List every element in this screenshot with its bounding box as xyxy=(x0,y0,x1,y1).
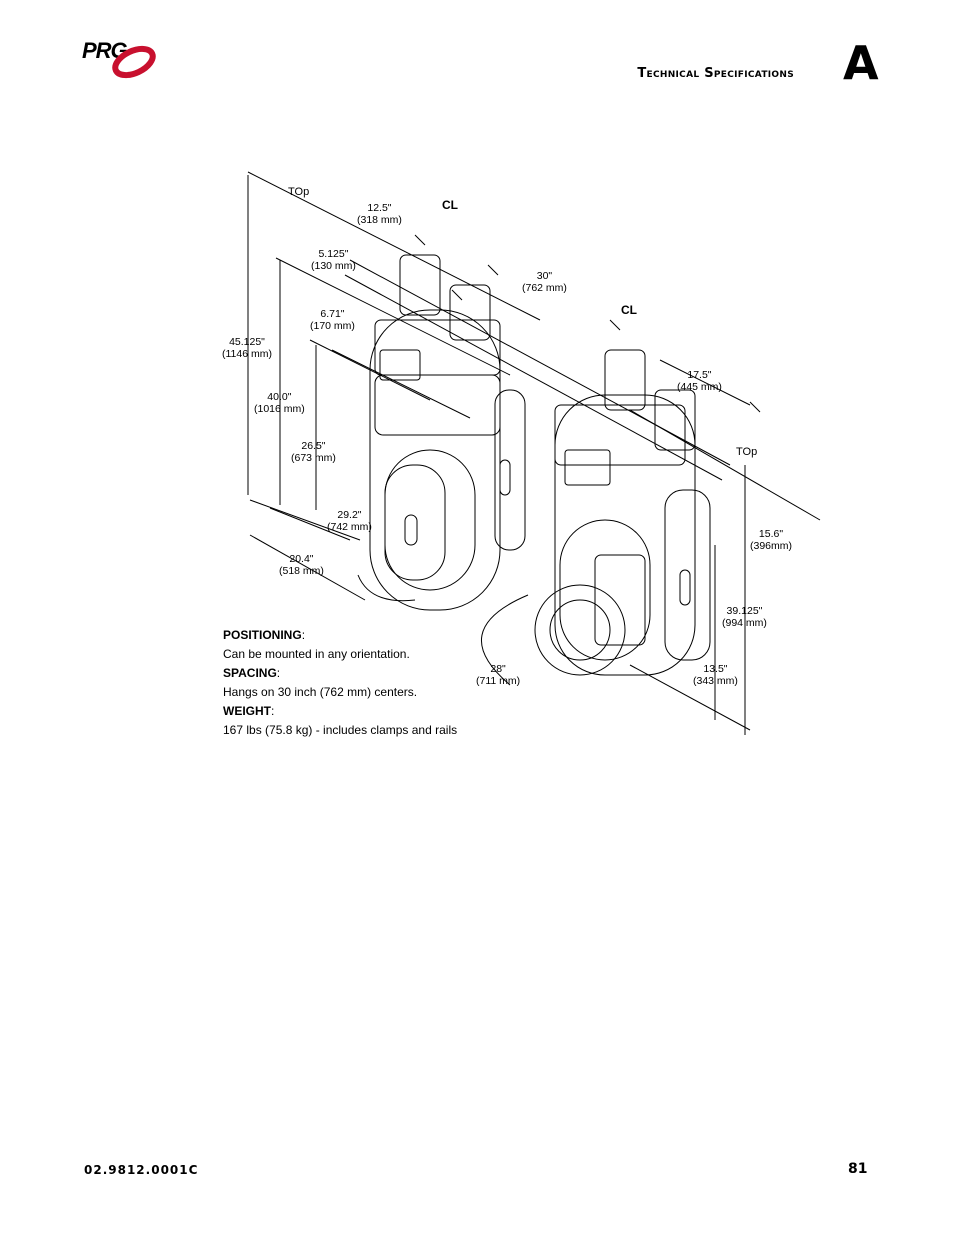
fixture-dimension-drawing: TOp TOp CL CL 12.5"(318 mm) 5.125"(130 m… xyxy=(210,160,830,750)
dim-centers: 30"(762 mm) xyxy=(522,270,567,294)
prg-logo: PRG xyxy=(82,36,162,82)
centerline-label-left: CL xyxy=(442,198,458,212)
dim-clamp-height: 6.71"(170 mm) xyxy=(310,308,355,332)
spec-text: 167 lbs (75.8 kg) - includes clamps and … xyxy=(223,723,458,737)
spec-weight: WEIGHT: 167 lbs (75.8 kg) - includes cla… xyxy=(223,702,457,740)
dim-head-swing: 28"(711 mm) xyxy=(476,663,521,687)
dim-width: 17.5"(445 mm) xyxy=(677,369,722,393)
dim-body-height: 26.5"(673 mm) xyxy=(291,440,336,464)
dim-pipe-to-top: 5.125"(130 mm) xyxy=(311,248,356,272)
document-number: 02.9812.0001C xyxy=(84,1163,199,1177)
dim-clamp-offset: 12.5"(318 mm) xyxy=(357,202,402,226)
dim-depth: 15.6"(396mm) xyxy=(750,528,793,552)
dim-pipe-to-lens: 39.125"(994 mm) xyxy=(722,605,767,629)
spec-text: Can be mounted in any orientation. xyxy=(223,647,410,661)
section-title: Technical Specifications xyxy=(637,66,794,81)
dim-overall-height: 45.125"(1146 mm) xyxy=(222,336,272,360)
spec-heading: WEIGHT xyxy=(223,704,271,718)
spec-text: Hangs on 30 inch (762 mm) centers. xyxy=(223,685,418,699)
appendix-letter: A xyxy=(843,36,879,90)
spec-heading: POSITIONING xyxy=(223,628,302,642)
page-number: 81 xyxy=(848,1161,868,1177)
spec-spacing: SPACING: Hangs on 30 inch (762 mm) cente… xyxy=(223,664,457,702)
dim-base-width: 20.4"(518 mm) xyxy=(279,553,324,577)
specifications-list: POSITIONING: Can be mounted in any orien… xyxy=(223,626,457,740)
dim-swing-diameter: 29.2"(742 mm) xyxy=(327,509,372,533)
dim-pipe-to-bottom: 40.0"(1016 mm) xyxy=(254,391,305,415)
spec-heading: SPACING xyxy=(223,666,277,680)
dim-head-height: 13.5"(343 mm) xyxy=(693,663,738,687)
fixture-line-drawing xyxy=(247,171,821,735)
top-label-right: TOp xyxy=(736,446,758,458)
logo-swoosh-icon xyxy=(112,45,156,79)
centerline-label-right: CL xyxy=(621,303,637,317)
spec-positioning: POSITIONING: Can be mounted in any orien… xyxy=(223,626,457,664)
top-label-left: TOp xyxy=(288,186,310,198)
